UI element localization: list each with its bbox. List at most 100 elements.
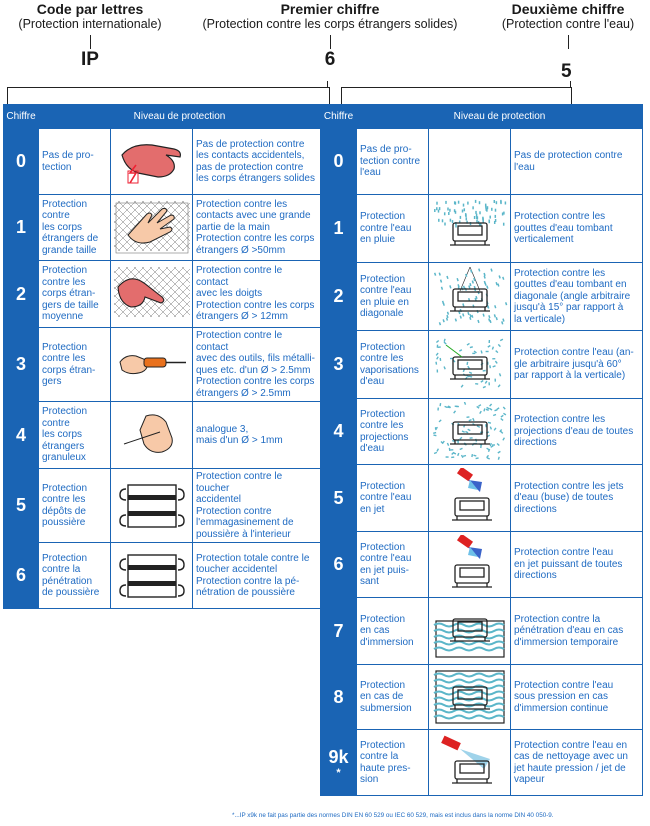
- wire-hand-icon: [110, 401, 193, 469]
- first-digit-title: Premier chiffre: [280, 1, 380, 17]
- solid-digit: 0: [3, 128, 39, 195]
- water-digit: 0: [320, 128, 357, 195]
- nozzle-jet-icon: [428, 464, 511, 532]
- water-digit: 2: [320, 262, 357, 331]
- footnote: *...IP x9k ne fait pas partie des normes…: [232, 812, 554, 819]
- solid-digit: 6: [3, 542, 39, 609]
- second-digit-bracket-stem: [570, 81, 571, 87]
- water-digit-value: 7: [333, 620, 344, 641]
- dust-device-icon: [110, 542, 193, 609]
- code-letters-header: Code par lettres (Protection internation…: [10, 1, 170, 70]
- water-digit-asterisk: *: [336, 767, 341, 779]
- solid-digit-value: 6: [15, 565, 26, 585]
- solid-digit-value: 2: [15, 283, 26, 304]
- water-digit-value: 5: [333, 487, 344, 508]
- water-digit-value: 1: [333, 218, 344, 238]
- water-digit: 1: [320, 194, 357, 263]
- water-digit-value: 6: [333, 554, 344, 574]
- first-digit-subtitle: (Protection contre les corps étrangers s…: [202, 17, 458, 31]
- solid-row: 0 Pas de pro-tection Pas de protection co…: [3, 128, 322, 195]
- code-letters-subtitle: (Protection internationale): [18, 17, 162, 31]
- water-col-level: Niveau de protection: [355, 104, 644, 129]
- solid-digit-value: 5: [15, 495, 26, 515]
- solid-description: analogue 3,mais d'un Ø > 1mm: [191, 401, 322, 469]
- rain-vertical-icon: [428, 194, 511, 263]
- solid-short-label: Pas de pro-tection: [38, 128, 111, 195]
- water-digit-value: 3: [333, 354, 344, 374]
- water-description: Protection contre l'eau (an-gle arbitrai…: [509, 330, 644, 399]
- first-digit-bracket-stem: [327, 81, 328, 87]
- water-digit: 5: [320, 464, 357, 532]
- first-digit-value: 6: [324, 49, 336, 70]
- water-digit-value: 4: [333, 421, 344, 441]
- immersion-icon: [428, 597, 511, 665]
- code-letters-title: Code par lettres: [36, 1, 144, 17]
- high-pressure-icon: [428, 729, 511, 796]
- submersion-icon: [428, 664, 511, 730]
- second-digit-connector: [567, 35, 569, 49]
- first-digit-header: Premier chiffre (Protection contre les c…: [195, 1, 465, 70]
- second-digit-value: 5: [561, 61, 572, 82]
- solid-digit-value: 4: [15, 424, 26, 445]
- second-digit-subtitle: (Protection contre l'eau): [501, 17, 635, 31]
- solid-col-level: Niveau de protection: [37, 104, 322, 129]
- water-digit: 4: [320, 398, 357, 465]
- first-digit-connector: [329, 35, 331, 49]
- solid-digit: 4: [3, 401, 39, 469]
- dust-device-icon: [110, 468, 193, 543]
- water-col-digit: Chiffre: [320, 104, 357, 129]
- water-digit: 8: [320, 664, 357, 730]
- code-letters-connector: [89, 35, 91, 49]
- water-digit-value: 8: [333, 686, 344, 707]
- water-digit: 7: [320, 597, 357, 665]
- water-digit-value: 9k: [328, 747, 349, 767]
- water-digit: 9k*: [320, 729, 357, 796]
- splash-icon: [428, 398, 511, 465]
- finger-grid-icon: [110, 260, 193, 328]
- solid-digit-value: 1: [15, 217, 26, 237]
- first-digit-bracket: [7, 87, 330, 104]
- solid-digit: 1: [3, 194, 39, 261]
- solid-digit-value: 0: [15, 151, 26, 171]
- solid-digit: 5: [3, 468, 39, 543]
- water-digit-value: 0: [333, 151, 344, 171]
- spray-icon: [428, 330, 511, 399]
